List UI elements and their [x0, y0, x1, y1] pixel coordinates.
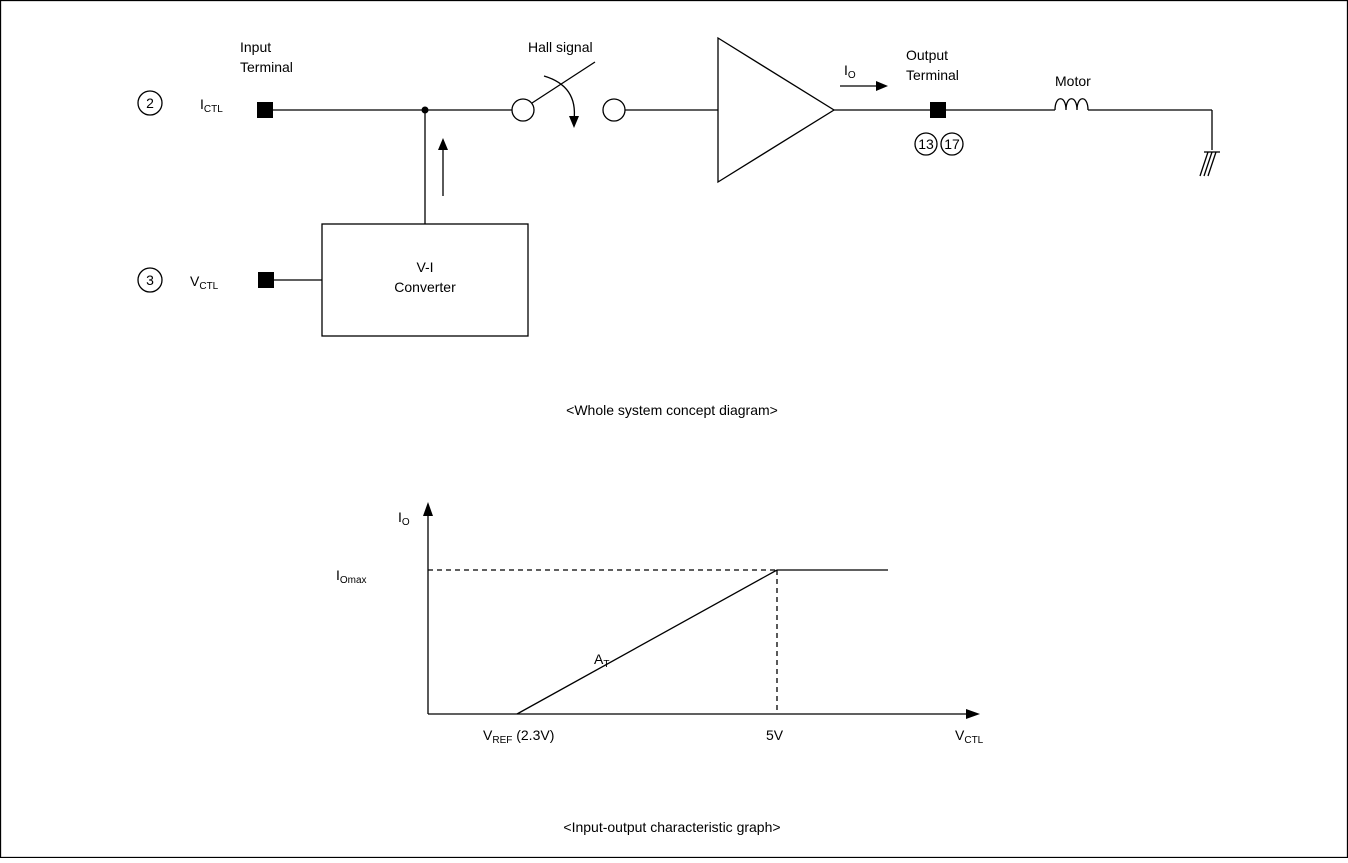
hall-signal-arrow-head: [569, 116, 579, 128]
pin-2-label: 2: [146, 95, 154, 111]
switch-contact-right: [602, 98, 626, 122]
vi-converter-label-2: Converter: [394, 279, 456, 295]
slope-label: AT: [594, 651, 609, 670]
pin-3-circle: [137, 267, 163, 293]
motor-label: Motor: [1055, 73, 1091, 89]
input-terminal-label-2: Terminal: [240, 59, 293, 75]
hall-signal-arrow: [543, 75, 576, 121]
x-axis-arrow-head: [966, 709, 980, 719]
ictl-label: ICTL: [200, 96, 223, 115]
five-v-label: 5V: [766, 727, 784, 743]
vref-label: VREF (2.3V): [483, 727, 554, 746]
y-axis-arrow-head: [423, 502, 433, 516]
pin-3-label: 3: [146, 272, 154, 288]
input-terminal-label-1: Input: [240, 39, 271, 55]
output-terminal-label-1: Output: [906, 47, 948, 63]
output-terminal-label-2: Terminal: [906, 67, 959, 83]
pin-17-circle: [940, 132, 964, 156]
current-arrow-up-head: [438, 138, 448, 150]
iomax-label: IOmax: [336, 567, 367, 586]
switch-blade: [531, 61, 596, 104]
y-axis-label: IO: [398, 509, 410, 528]
pin-2-circle: [137, 90, 163, 116]
vctl-label: VCTL: [190, 273, 219, 292]
hall-signal-label: Hall signal: [528, 39, 593, 55]
vi-converter-box: [321, 223, 529, 337]
io-graph: IO VCTL IOmax AT VREF (2.3V) 5V <Input-o…: [336, 502, 984, 835]
output-terminal-square: [930, 102, 946, 118]
motor-coil-icon: [1054, 98, 1089, 111]
ground-icon: [1199, 151, 1220, 177]
input-terminal-square: [257, 102, 273, 118]
pin-13-label: 13: [918, 136, 934, 152]
system-diagram-caption: <Whole system concept diagram>: [566, 402, 778, 418]
vctl-terminal-square: [258, 272, 274, 288]
vi-converter-label-1: V-I: [416, 259, 433, 275]
system-diagram: 2 ICTL Input Terminal Hall signal IO Out: [137, 36, 1220, 418]
slope-line: [516, 569, 778, 715]
pin-13-circle: [914, 132, 938, 156]
switch-contact-left: [511, 98, 535, 122]
x-axis-label: VCTL: [955, 727, 984, 746]
io-arrow-head: [876, 81, 888, 91]
pin-17-label: 17: [944, 136, 960, 152]
graph-caption: <Input-output characteristic graph>: [563, 819, 780, 835]
io-label: IO: [844, 62, 856, 81]
amplifier-triangle: [717, 36, 836, 184]
